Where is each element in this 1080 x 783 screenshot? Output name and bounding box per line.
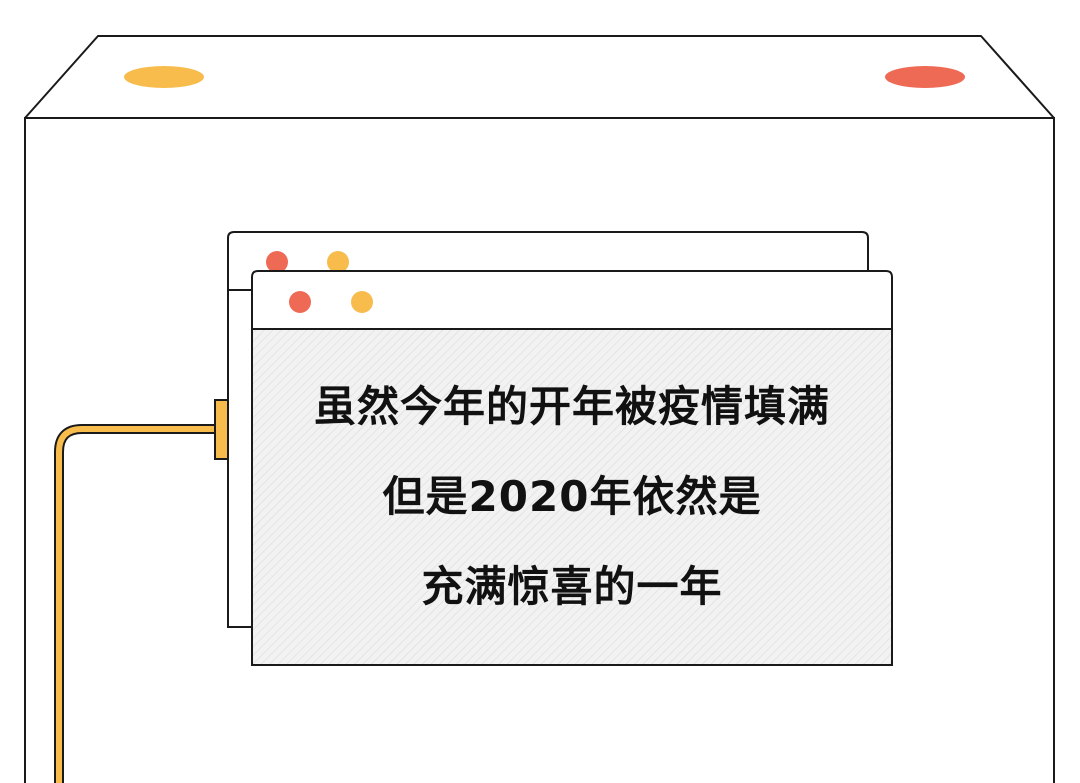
red-dot-icon [266, 251, 288, 273]
front-window-content [253, 330, 891, 664]
yellow-dot-icon [327, 251, 349, 273]
front-window [251, 270, 893, 666]
message-text: 虽然今年的开年被疫情填满 但是2020年依然是 充满惊喜的一年 [253, 330, 891, 664]
box-lid [24, 35, 1055, 119]
message-line-2: 但是2020年依然是 [382, 472, 762, 521]
message-line-1: 虽然今年的开年被疫情填满 [313, 382, 830, 431]
message-line-3: 充满惊喜的一年 [421, 562, 723, 611]
red-light-icon [885, 66, 965, 88]
cable-plug-icon [214, 399, 230, 460]
yellow-light-icon [124, 66, 204, 88]
yellow-dot-icon [351, 291, 373, 313]
red-dot-icon [289, 291, 311, 313]
